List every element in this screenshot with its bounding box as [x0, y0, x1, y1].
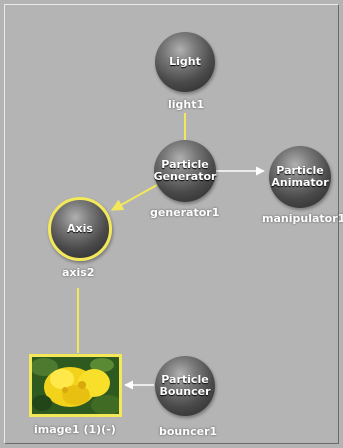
- particle-animator-node-label: manipulator1: [262, 212, 343, 225]
- canvas-frame: [4, 4, 339, 444]
- axis-node-label: axis2: [62, 266, 95, 279]
- light-node-label: light1: [168, 98, 205, 111]
- particle-generator-node[interactable]: Particle Generator: [154, 140, 216, 202]
- particle-generator-node-label: generator1: [150, 206, 220, 219]
- light-node[interactable]: Light: [155, 32, 215, 92]
- flower-thumbnail-image: [32, 357, 119, 414]
- light-node-title: Light: [169, 55, 201, 68]
- axis-node-title: Axis: [67, 222, 93, 235]
- particle-bouncer-node-title: Particle Bouncer: [159, 373, 211, 398]
- wire-generator-axis[interactable]: [110, 184, 158, 211]
- axis-node[interactable]: Axis: [48, 197, 112, 261]
- particle-animator-node[interactable]: Particle Animator: [269, 146, 331, 208]
- particle-bouncer-node-label: bouncer1: [159, 425, 218, 438]
- particle-generator-node-title: Particle Generator: [153, 158, 217, 183]
- particle-bouncer-node[interactable]: Particle Bouncer: [155, 356, 215, 416]
- particle-animator-node-title: Particle Animator: [271, 164, 329, 189]
- image-node-label: image1 (1)(-): [34, 423, 116, 436]
- image-node[interactable]: [29, 354, 122, 417]
